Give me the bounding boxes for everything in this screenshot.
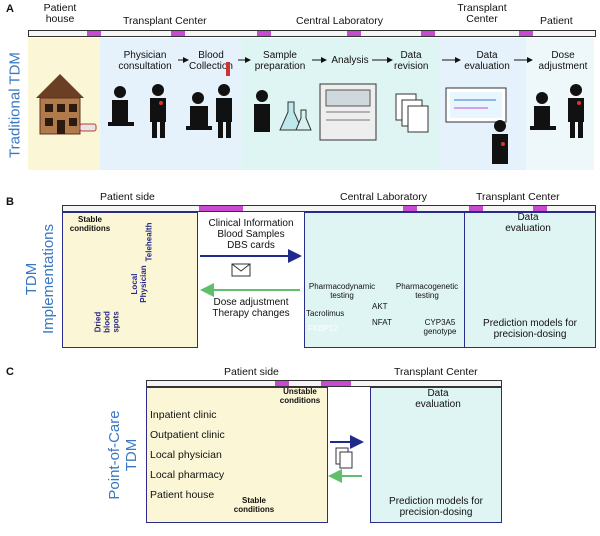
panel-c-zone-patient [146, 387, 328, 523]
cyp-label: CYP3A5 genotype [423, 318, 457, 336]
panel-b-data-eval-label: Data evaluation [505, 212, 551, 234]
step-data-evaluation: Data evaluation [464, 50, 510, 72]
place-local-pharmacy: Local pharmacy [150, 469, 225, 481]
panel-a-header-transplant-center-2: Transplant Center [457, 2, 507, 25]
analyzer-icon [319, 83, 377, 141]
step-analysis: Analysis [331, 55, 369, 66]
panel-b-header-central-lab: Central Laboratory [340, 191, 427, 203]
feedback-line-dose: Dose adjustment [213, 297, 289, 308]
pharmacodynamic-label: Pharmacodynamic testing [308, 282, 376, 300]
info-line-dbs: DBS cards [227, 240, 275, 251]
feedback-line-therapy: Therapy changes [212, 308, 290, 319]
nfat-label: NFAT [372, 318, 392, 327]
panel-b-header-transplant-center: Transplant Center [476, 191, 560, 203]
panel-b-letter: B [6, 196, 14, 208]
data-evaluation-screen-icon [445, 87, 508, 164]
place-patient-house: Patient house [150, 489, 215, 501]
local-physician-label: Local Physician [130, 265, 148, 303]
telehealth-label: Telehealth [144, 222, 154, 262]
blood-collection-icon [186, 62, 232, 138]
physician-consultation-icon [108, 84, 166, 138]
panel-b-timeline-bar [62, 205, 596, 212]
documents-icon [395, 93, 429, 133]
panel-c-data-eval-label: Data evaluation [415, 388, 461, 410]
panel-a-header-patient-house: Patient house [43, 2, 77, 25]
envelope-icon [231, 263, 251, 277]
place-inpatient: Inpatient clinic [150, 409, 217, 421]
info-line-clinical: Clinical Information [208, 218, 294, 229]
step-blood-collection: Blood Collection [189, 50, 233, 72]
step-dose-adjustment: Dose adjustment [538, 50, 588, 72]
place-outpatient: Outpatient clinic [150, 429, 225, 441]
panel-c-unstable-label: Unstable conditions [279, 387, 321, 405]
akt-label: AKT [372, 302, 388, 311]
panel-c-title: Point-of-Care TDM [106, 410, 140, 500]
pharmacogenetic-label: Pharmacogenetic testing [395, 282, 459, 300]
step-sample-preparation: Sample preparation [254, 50, 306, 72]
house-icon [36, 74, 97, 135]
panel-c-documents-icon [335, 447, 353, 469]
panel-b-zone-patient [62, 212, 198, 348]
panel-a-header-transplant-center: Transplant Center [123, 15, 207, 27]
panel-b-stable-label: Stable conditions [69, 215, 111, 233]
panel-c-header-patient-side: Patient side [224, 366, 279, 378]
sample-preparation-icon [254, 90, 312, 132]
panel-a-header-central-laboratory: Central Laboratory [296, 15, 383, 27]
panel-c-zone-transplant [370, 387, 502, 523]
panel-b-title: TDM Implementations [23, 223, 57, 335]
panel-c-stable-label: Stable conditions [233, 496, 275, 514]
panel-c-timeline-bar [146, 380, 502, 387]
step-data-revision: Data revision [394, 50, 429, 72]
panel-c-header-transplant-center: Transplant Center [394, 366, 478, 378]
panel-b-prediction-label: Prediction models for precision-dosing [483, 318, 577, 340]
panel-a-letter: A [6, 3, 14, 15]
info-line-blood: Blood Samples [217, 229, 285, 240]
tacrolimus-label: Tacrolimus [306, 309, 345, 318]
step-physician-consultation: Physician consultation [118, 50, 172, 72]
panel-b-header-patient-side: Patient side [100, 191, 155, 203]
panel-b-zone-transplant [464, 212, 596, 348]
dried-blood-label: Dried blood spots [93, 311, 121, 333]
place-local-physician: Local physician [150, 449, 222, 461]
panel-a-header-patient: Patient [540, 15, 573, 27]
panel-c-letter: C [6, 366, 14, 378]
panel-b-zone-lab [304, 212, 466, 348]
fkbp-label: FKBP12 [308, 324, 338, 333]
panel-a-timeline-bar [28, 30, 596, 37]
dose-adjustment-icon [530, 84, 584, 138]
panel-c-prediction-label: Prediction models for precision-dosing [389, 496, 483, 518]
